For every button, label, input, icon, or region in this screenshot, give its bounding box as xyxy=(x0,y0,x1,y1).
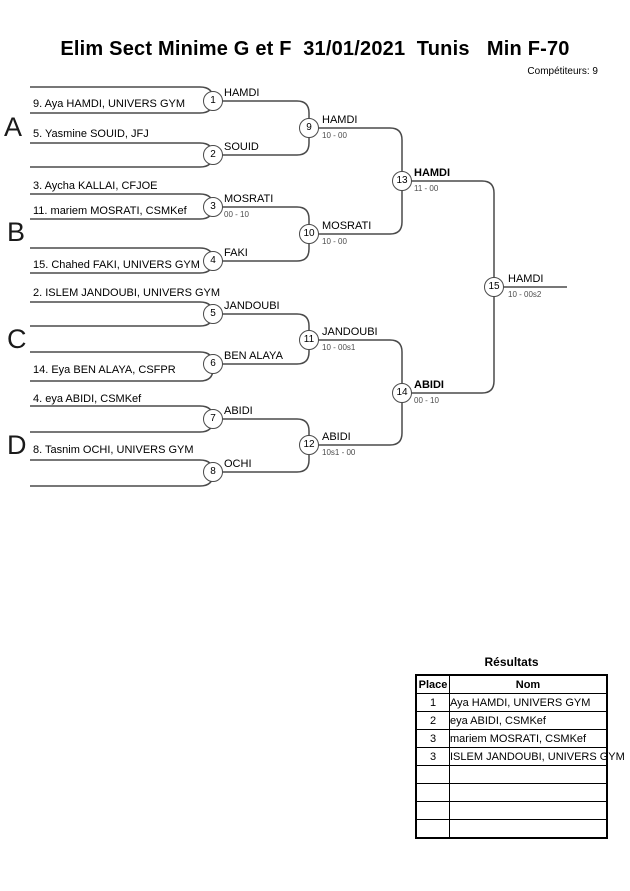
table-row xyxy=(415,819,608,839)
place-cell xyxy=(415,783,450,802)
match-score: 00 - 10 xyxy=(224,210,249,219)
match-winner-label: OCHI xyxy=(224,458,252,470)
semifinal-winner-label: ABIDI xyxy=(414,379,444,391)
match-score: 10 - 00 xyxy=(322,237,347,246)
match-score: 10 - 00 xyxy=(322,131,347,140)
final-winner-label: HAMDI xyxy=(508,273,544,285)
results-col-nom: Nom xyxy=(449,674,608,694)
match-score: 00 - 10 xyxy=(414,396,439,405)
competitors-count: Compétiteurs: 9 xyxy=(527,66,598,77)
match-number-badge: 9 xyxy=(299,118,319,138)
place-cell xyxy=(415,801,450,820)
table-row: 3 mariem MOSRATI, CSMKef xyxy=(415,729,608,748)
match-winner-label: ABIDI xyxy=(322,431,351,443)
page-title: Elim Sect Minime G et F 31/01/2021 Tunis… xyxy=(60,38,570,60)
match-score: 10 - 00s1 xyxy=(322,343,356,352)
match-winner-label: JANDOUBI xyxy=(322,326,378,338)
name-cell xyxy=(449,765,608,784)
match-winner-label: HAMDI xyxy=(322,114,358,126)
results-title: Résultats xyxy=(484,655,539,669)
participant-name: 2. ISLEM JANDOUBI, UNIVERS GYM xyxy=(33,287,221,299)
match-winner-label: HAMDI xyxy=(224,87,260,99)
match-winner-label: SOUID xyxy=(224,141,259,153)
match-winner-label: MOSRATI xyxy=(224,193,274,205)
table-row: 2 eya ABIDI, CSMKef xyxy=(415,711,608,730)
match-number-badge: 8 xyxy=(203,462,223,482)
table-row: 1 Aya HAMDI, UNIVERS GYM xyxy=(415,693,608,712)
participant-name: 4. eya ABIDI, CSMKef xyxy=(33,393,142,405)
match-number-badge: 5 xyxy=(203,304,223,324)
participant-name: 9. Aya HAMDI, UNIVERS GYM xyxy=(33,98,186,110)
match-winner-label: ABIDI xyxy=(224,405,253,417)
match-number-badge: 11 xyxy=(299,330,319,350)
section-label-d: D xyxy=(7,430,27,460)
section-label-a: A xyxy=(4,112,23,142)
table-row xyxy=(415,765,608,784)
table-row xyxy=(415,783,608,802)
match-score: 10s1 - 00 xyxy=(322,448,356,457)
match-number-badge: 4 xyxy=(203,251,223,271)
name-cell: ISLEM JANDOUBI, UNIVERS GYM xyxy=(449,747,625,766)
place-cell: 3 xyxy=(415,729,450,748)
match-number-badge: 6 xyxy=(203,354,223,374)
match-winner-label: JANDOUBI xyxy=(224,300,280,312)
name-cell: mariem MOSRATI, CSMKef xyxy=(449,729,608,748)
match-number-badge: 15 xyxy=(484,277,504,297)
match-number-badge: 12 xyxy=(299,435,319,455)
name-cell xyxy=(449,801,608,820)
name-cell: eya ABIDI, CSMKef xyxy=(449,711,608,730)
match-number-badge: 13 xyxy=(392,171,412,191)
results-table: Place Nom 1 Aya HAMDI, UNIVERS GYM 2 eya… xyxy=(415,674,625,839)
place-cell: 2 xyxy=(415,711,450,730)
match-winner-label: MOSRATI xyxy=(322,220,372,232)
table-row: 3 ISLEM JANDOUBI, UNIVERS GYM xyxy=(415,747,625,766)
participant-name: 15. Chahed FAKI, UNIVERS GYM xyxy=(33,259,200,271)
participant-name: 5. Yasmine SOUID, JFJ xyxy=(33,128,149,140)
table-row xyxy=(415,801,608,820)
participant-name: 11. mariem MOSRATI, CSMKef xyxy=(33,205,187,217)
match-number-badge: 7 xyxy=(203,409,223,429)
name-cell xyxy=(449,819,608,839)
match-number-badge: 14 xyxy=(392,383,412,403)
results-col-place: Place xyxy=(415,674,450,694)
place-cell xyxy=(415,765,450,784)
participant-name: 3. Aycha KALLAI, CFJOE xyxy=(33,180,158,192)
match-number-badge: 2 xyxy=(203,145,223,165)
match-number-badge: 10 xyxy=(299,224,319,244)
participant-name: 14. Eya BEN ALAYA, CSFPR xyxy=(33,364,176,376)
participant-name: 8. Tasnim OCHI, UNIVERS GYM xyxy=(33,444,194,456)
place-cell: 1 xyxy=(415,693,450,712)
table-header-row: Place Nom xyxy=(415,674,608,694)
section-label-c: C xyxy=(7,324,27,354)
semifinal-winner-label: HAMDI xyxy=(414,167,451,179)
match-winner-label: BEN ALAYA xyxy=(224,350,283,362)
name-cell: Aya HAMDI, UNIVERS GYM xyxy=(449,693,608,712)
match-number-badge: 3 xyxy=(203,197,223,217)
place-cell: 3 xyxy=(415,747,450,766)
match-number-badge: 1 xyxy=(203,91,223,111)
place-cell xyxy=(415,819,450,839)
final-score: 10 - 00s2 xyxy=(508,290,542,299)
section-label-b: B xyxy=(7,217,26,247)
match-winner-label: FAKI xyxy=(224,247,248,259)
match-score: 11 - 00 xyxy=(414,184,439,193)
name-cell xyxy=(449,783,608,802)
